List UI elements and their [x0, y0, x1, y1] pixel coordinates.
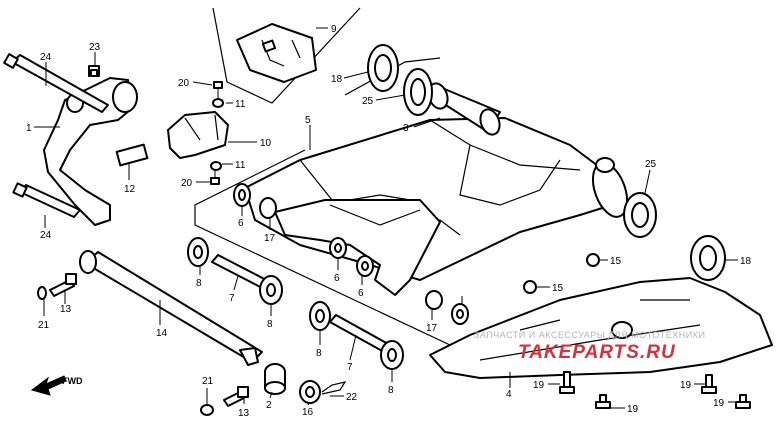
bracket-10	[167, 111, 229, 159]
collar-17a	[259, 197, 277, 219]
bearing-8a	[187, 237, 209, 267]
callout-2: 2	[266, 400, 272, 411]
watermark: ЗАПЧАСТИ И АКСЕССУАРЫ ДЛЯ МОТОТЕХНИКИ TA…	[474, 330, 705, 363]
bearing-right-18	[690, 235, 726, 281]
callout-17a: 17	[264, 233, 276, 244]
leader-lines	[34, 27, 738, 409]
callout-15-right: 15	[610, 256, 622, 267]
callout-11-bottom: 11	[235, 160, 246, 171]
callout-8a: 8	[196, 278, 202, 289]
bracket-part-1	[43, 77, 138, 226]
callout-24-bottom: 24	[40, 230, 52, 241]
callout-20-top: 20	[178, 78, 190, 89]
callout-13-bottom: 13	[238, 408, 250, 419]
callout-25-top: 25	[362, 96, 374, 107]
callout-11-top: 11	[235, 99, 246, 110]
axle-14	[79, 250, 263, 366]
bolt-19a	[559, 371, 575, 394]
bearing-top-25	[403, 68, 433, 116]
collar-6c	[356, 255, 374, 277]
bearing-top-18	[367, 44, 399, 92]
callout-20-bottom: 20	[181, 178, 193, 189]
callout-9: 9	[331, 24, 337, 35]
bolt-13a	[49, 273, 77, 297]
fwd-label: FWD	[62, 376, 83, 386]
swingarm-frame-outline	[194, 149, 451, 346]
callout-13-left: 13	[60, 304, 72, 315]
callout-15-left: 15	[552, 283, 564, 294]
nut-11a	[212, 98, 224, 108]
swingarm-part	[244, 117, 629, 281]
callout-19d: 19	[713, 398, 725, 409]
callout-6a: 6	[238, 218, 244, 229]
callout-10: 10	[260, 138, 272, 149]
chain-cover-part	[236, 23, 317, 83]
pin-22	[321, 381, 347, 395]
bolt-24-top	[3, 53, 109, 113]
callout-numbers: 24 23 1 24 12 20 11 10 11 20 9 18 25 3 5…	[26, 24, 752, 419]
callout-21-bottom: 21	[202, 376, 214, 387]
callout-8d: 8	[388, 385, 394, 396]
callout-4: 4	[506, 389, 512, 400]
callout-19b: 19	[627, 404, 639, 415]
bearing-8b	[259, 275, 283, 305]
callout-16: 16	[302, 407, 314, 418]
collar-2	[264, 363, 286, 395]
bolt-20a	[213, 81, 223, 98]
cover-inset	[212, 7, 361, 104]
bearing-8d	[380, 340, 404, 370]
callout-7a: 7	[229, 293, 235, 304]
spacer-7b	[329, 314, 391, 353]
fwd-arrow-icon: FWD	[30, 375, 83, 396]
callout-17b: 17	[426, 323, 438, 334]
callout-19a: 19	[533, 380, 545, 391]
callout-12: 12	[124, 184, 136, 195]
callout-18-top: 18	[331, 74, 343, 85]
callout-18-right: 18	[740, 256, 752, 267]
watermark-logo: TAKEPARTS.RU	[518, 342, 676, 363]
callout-25-right: 25	[645, 159, 657, 170]
nut-15b	[523, 280, 537, 294]
plate-12	[115, 143, 149, 167]
callout-24-top: 24	[40, 52, 52, 63]
nut-11b	[210, 161, 222, 171]
callout-1: 1	[26, 123, 32, 134]
collar-17b	[425, 290, 443, 310]
nut-15a	[586, 253, 600, 267]
bolt-19c	[701, 374, 717, 394]
bolt-24-bottom	[12, 182, 81, 218]
callout-19c: 19	[680, 380, 692, 391]
bolt-19b	[595, 394, 611, 409]
callout-8c: 8	[316, 348, 322, 359]
watermark-caption: ЗАПЧАСТИ И АКСЕССУАРЫ ДЛЯ МОТОТЕХНИКИ	[474, 330, 705, 340]
callout-22: 22	[346, 392, 358, 403]
callout-7b: 7	[347, 362, 353, 373]
bearing-right-25	[623, 192, 657, 238]
collar-6a	[233, 183, 251, 207]
callout-6b: 6	[334, 273, 340, 284]
guard-plate-4	[429, 277, 773, 379]
callout-5: 5	[305, 115, 311, 126]
callout-8b: 8	[267, 319, 273, 330]
linkage-arm	[274, 199, 441, 296]
nut-16	[299, 380, 321, 404]
washer-21b	[200, 404, 214, 416]
collar-6d	[451, 303, 469, 325]
nut-23	[88, 65, 100, 77]
bolt-19d	[735, 394, 751, 409]
callout-6c: 6	[358, 288, 364, 299]
callout-23: 23	[89, 42, 101, 53]
bolt-20b	[210, 170, 220, 185]
callout-21-left: 21	[38, 320, 50, 331]
washer-21a	[37, 286, 47, 300]
collar-6b	[329, 237, 347, 259]
callout-3: 3	[403, 123, 409, 134]
callout-14: 14	[156, 328, 168, 339]
bearing-8c	[309, 301, 331, 331]
